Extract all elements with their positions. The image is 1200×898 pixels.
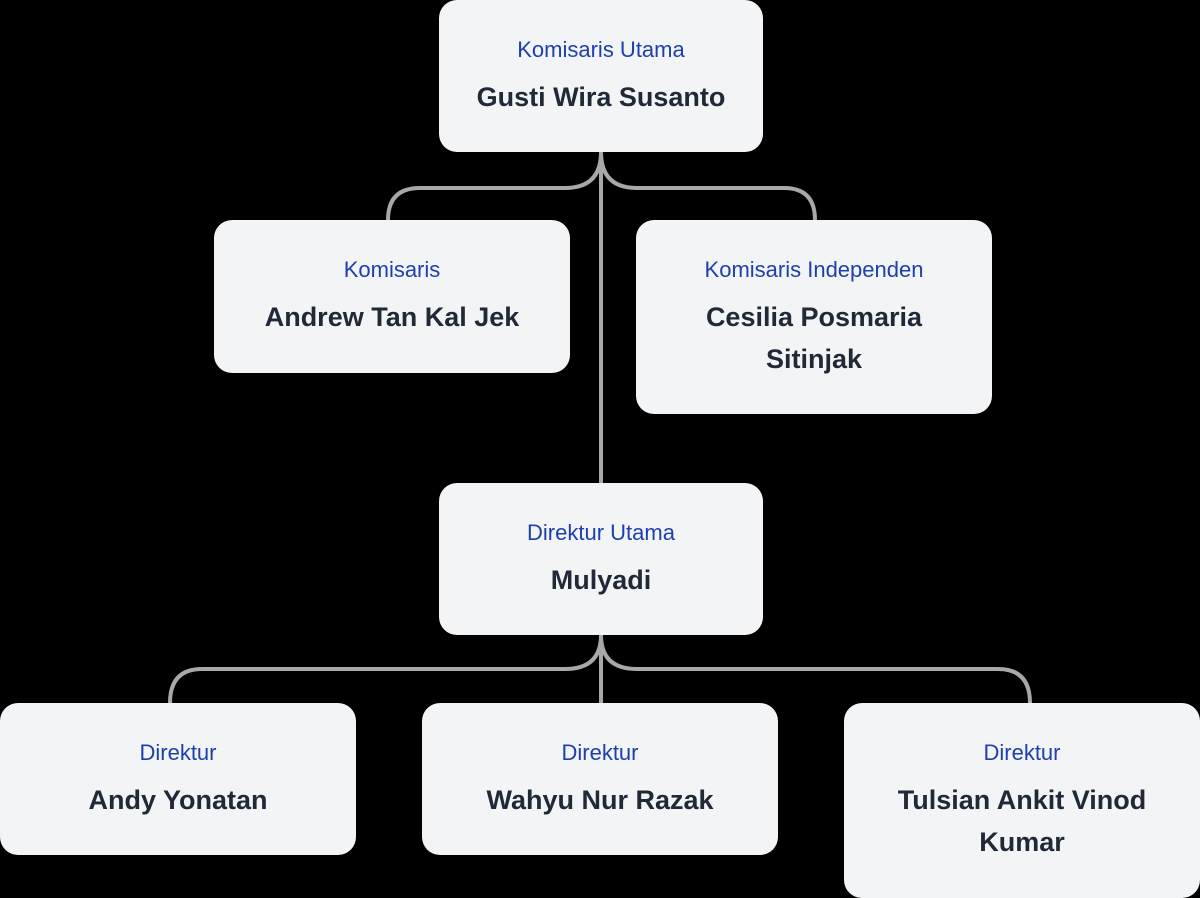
node-komisaris-independen: Komisaris Independen Cesilia Posmaria Si… [636, 220, 992, 414]
role-label: Direktur [983, 740, 1061, 765]
person-name: Wahyu Nur Razak [486, 785, 714, 815]
role-label: Komisaris Utama [517, 37, 685, 62]
role-label: Komisaris [343, 257, 441, 282]
person-name: Cesilia Posmaria Sitinjak [705, 302, 923, 374]
person-name: Andrew Tan Kal Jek [264, 302, 520, 332]
node-direktur-1: Direktur Andy Yonatan [0, 703, 356, 855]
node-komisaris: Komisaris Andrew Tan Kal Jek [214, 220, 570, 373]
person-name: Tulsian Ankit Vinod Kumar [897, 785, 1147, 857]
node-komisaris-utama: Komisaris Utama Gusti Wira Susanto [439, 0, 763, 152]
node-direktur-utama: Direktur Utama Mulyadi [439, 483, 763, 635]
role-label: Direktur [139, 740, 217, 765]
person-name: Andy Yonatan [88, 785, 268, 815]
node-direktur-3: Direktur Tulsian Ankit Vinod Kumar [844, 703, 1200, 898]
role-label: Direktur Utama [527, 520, 675, 545]
role-label: Direktur [561, 740, 639, 765]
node-direktur-2: Direktur Wahyu Nur Razak [422, 703, 778, 855]
person-name: Gusti Wira Susanto [476, 82, 726, 112]
person-name: Mulyadi [550, 565, 652, 595]
role-label: Komisaris Independen [704, 257, 924, 282]
